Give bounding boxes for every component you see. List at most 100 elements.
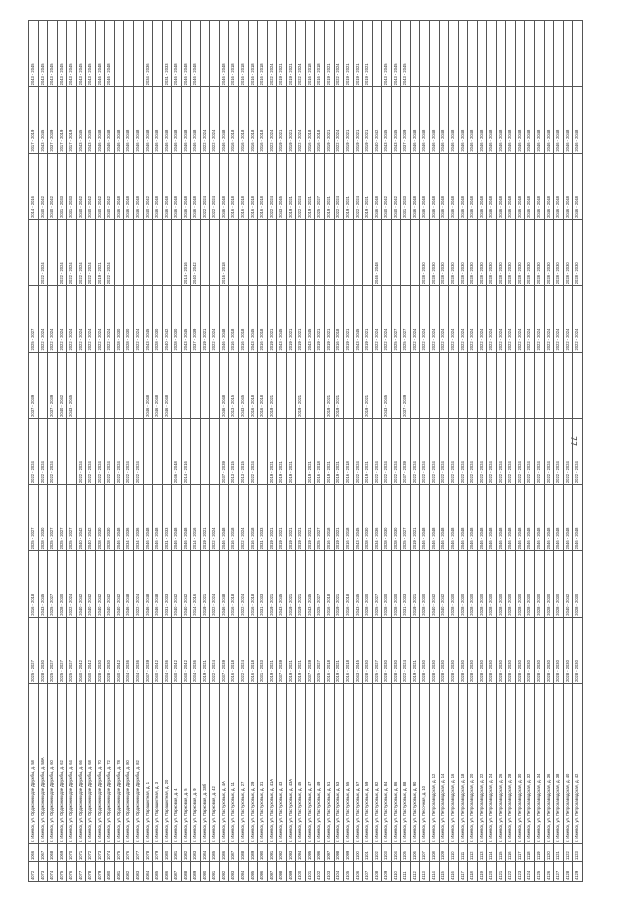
index-cell: 4098 <box>276 861 287 882</box>
period-cell: 2046 - 2048 <box>133 153 144 220</box>
index-cell: 4100 <box>295 861 306 882</box>
index-cell: 1076 <box>123 843 134 862</box>
period-cell <box>486 352 497 419</box>
period-cell: 2019 - 2021 <box>334 418 344 485</box>
index-cell: 4110 <box>391 861 401 882</box>
period-cell <box>467 20 478 87</box>
period-cell: 2046 - 2048 <box>524 86 535 154</box>
period-cell: 2040 - 2042 <box>381 153 392 220</box>
period-cell <box>305 352 315 419</box>
period-cell <box>95 352 105 419</box>
period-cell <box>190 352 201 419</box>
period-cell: 2025 - 2027 <box>314 484 325 551</box>
index-cell: 1108 <box>429 843 440 862</box>
address-cell: г. Ижевск, ул. Пастуховых, д. 82 <box>372 683 382 844</box>
period-cell <box>372 20 382 87</box>
period-cell: 2022 - 2024 <box>563 418 573 485</box>
period-cell: 2043 - 2045 <box>400 20 411 87</box>
period-cell: 2031 - 2033 <box>57 153 67 220</box>
index-cell: 1123 <box>572 843 583 862</box>
address-cell: г. Ижевск, ул. Петрозаводская, д. 36 <box>544 683 554 844</box>
period-cell: 2019 - 2021 <box>286 617 296 684</box>
period-cell: 2046 - 2048 <box>181 484 191 551</box>
period-cell <box>544 20 554 87</box>
period-cell: 2016 - 2018 <box>238 285 249 353</box>
period-cell: 2046 - 2048 <box>181 20 191 87</box>
period-cell: 2028 - 2030 <box>362 484 373 551</box>
index-cell: 4076 <box>66 861 77 882</box>
period-cell: 2031 - 2033 <box>400 550 411 618</box>
index-cell: 4118 <box>467 861 478 882</box>
period-cell: 2037 - 2039 <box>276 617 287 684</box>
period-cell: 2043 - 2045 <box>38 86 48 154</box>
address-cell: г. Ижевск, ул. Пастуховых, д. 45 <box>295 683 306 844</box>
period-cell: 2028 - 2030 <box>486 219 497 286</box>
index-cell: 4081 <box>114 861 124 882</box>
period-cell: 2040 - 2042 <box>171 617 182 684</box>
period-cell: 2046 - 2048 <box>448 484 459 551</box>
period-cell <box>544 352 554 419</box>
index-cell: 4112 <box>410 861 420 882</box>
period-cell <box>114 20 124 87</box>
index-cell: 4129 <box>572 861 583 882</box>
index-cell: 4095 <box>248 861 258 882</box>
period-cell <box>200 20 210 87</box>
period-cell: 2022 - 2024 <box>38 219 48 286</box>
period-cell <box>458 20 468 87</box>
period-cell: 2046 - 2048 <box>171 484 182 551</box>
period-cell: 2043 - 2045 <box>305 285 315 353</box>
address-cell: г. Ижевск, ул. Петрозаводская, д. 14 <box>439 683 449 844</box>
period-cell: 2028 - 2030 <box>439 617 449 684</box>
period-cell: 2016 - 2018 <box>248 550 258 618</box>
index-cell: 1078 <box>143 843 153 862</box>
period-cell: 2025 - 2027 <box>57 484 67 551</box>
period-cell: 2019 - 2021 <box>410 617 420 684</box>
period-cell: 2046 - 2048 <box>534 86 545 154</box>
period-cell: 2028 - 2030 <box>391 550 401 618</box>
period-cell: 2019 - 2021 <box>362 352 373 419</box>
period-cell <box>486 20 497 87</box>
period-cell: 2031 - 2033 <box>257 484 268 551</box>
period-cell: 2019 - 2021 <box>305 484 315 551</box>
period-cell: 2022 - 2024 <box>200 153 210 220</box>
index-cell: 1115 <box>496 843 506 862</box>
period-cell: 2016 - 2018 <box>248 484 258 551</box>
period-cell: 2016 - 2018 <box>257 352 268 419</box>
period-cell: 2022 - 2024 <box>544 285 554 353</box>
period-cell: 2043 - 2045 <box>47 20 58 87</box>
address-cell: г. Ижевск, ул. Петрозаводская, д. 16 <box>448 683 459 844</box>
period-cell: 2025 - 2027 <box>47 550 58 618</box>
period-cell <box>171 219 182 286</box>
period-cell: 2028 - 2030 <box>496 219 506 286</box>
period-cell: 2034 - 2036 <box>133 484 144 551</box>
period-cell: 2028 - 2030 <box>362 617 373 684</box>
period-cell: 2022 - 2024 <box>85 285 96 353</box>
period-cell <box>181 352 191 419</box>
period-cell: 2046 - 2048 <box>171 20 182 87</box>
period-cell: 2019 - 2021 <box>334 352 344 419</box>
period-cell: 2016 - 2018 <box>238 86 249 154</box>
period-cell: 2022 - 2024 <box>114 418 124 485</box>
period-cell: 2022 - 2024 <box>486 418 497 485</box>
period-cell <box>209 418 220 485</box>
period-cell: 2046 - 2048 <box>152 86 163 154</box>
period-cell: 2046 - 2048 <box>544 484 554 551</box>
period-cell: 2028 - 2030 <box>467 550 478 618</box>
period-cell: 2028 - 2030 <box>391 617 401 684</box>
index-cell: 1095 <box>305 843 315 862</box>
period-cell: 2022 - 2024 <box>524 418 535 485</box>
period-cell <box>28 219 39 286</box>
index-cell: 4116 <box>448 861 459 882</box>
period-cell: 2016 - 2018 <box>248 20 258 87</box>
period-cell: 2016 - 2018 <box>228 153 239 220</box>
